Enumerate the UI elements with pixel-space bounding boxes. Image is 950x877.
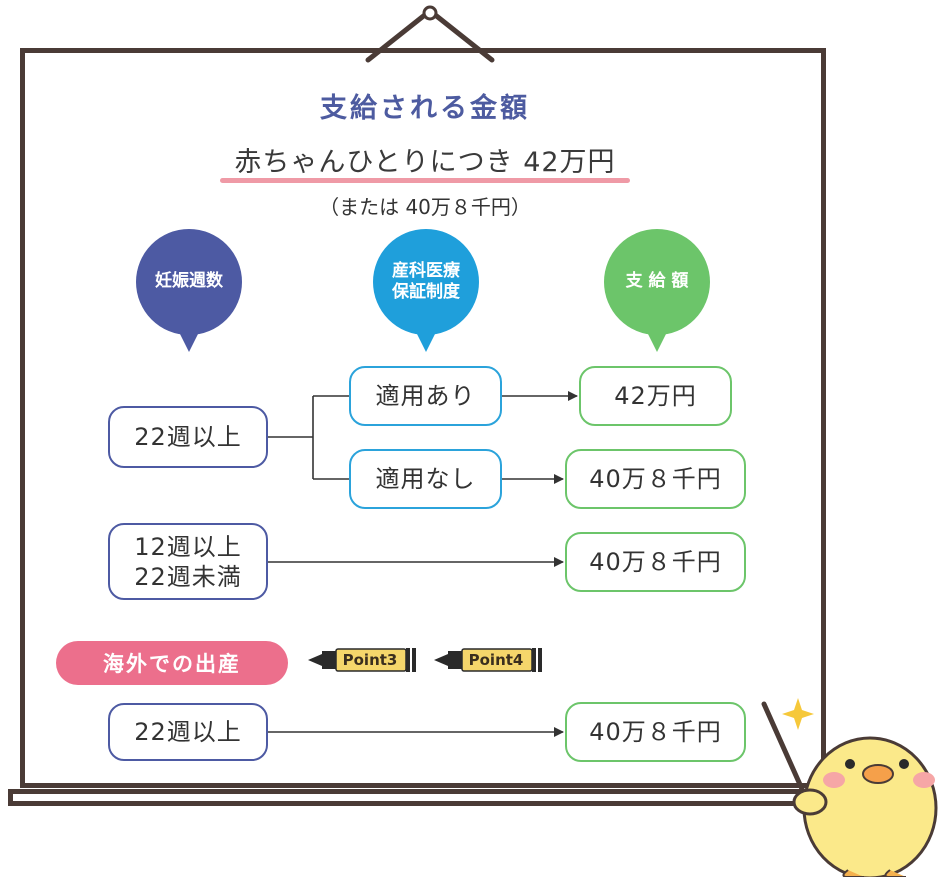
insurance-not-applied-label: 適用なし (375, 465, 476, 493)
amount-header-bubble: 支 給 額 (604, 229, 710, 335)
insurance-header-bubble: 産科医療 保証制度 (373, 229, 479, 335)
weeks-header-label: 妊娠週数 (155, 271, 223, 292)
weeks-header-bubble: 妊娠週数 (136, 229, 242, 335)
overseas-weeks-box: 22週以上 (108, 703, 268, 761)
overseas-amount-label: 40万８千円 (589, 718, 722, 746)
amount-applied-label: 42万円 (614, 382, 697, 410)
overseas-birth-label: 海外での出産 (103, 652, 241, 676)
chick-mascot-illustration (761, 698, 938, 877)
insurance-header-label-line2: 保証制度 (392, 282, 460, 302)
point4-label: Point4 (468, 651, 524, 669)
amount-not-applied-label: 40万８千円 (589, 465, 722, 493)
amount-applied-box: 42万円 (579, 366, 732, 426)
weeks-12-22-label-line1: 12週以上 (134, 532, 242, 561)
point3-highlighter-marker (308, 648, 416, 672)
overseas-amount-box: 40万８千円 (565, 702, 746, 762)
weeks-22-plus-label: 22週以上 (134, 423, 242, 451)
insurance-not-applied-box: 適用なし (349, 449, 502, 509)
amount-12-22-label: 40万８千円 (589, 548, 722, 576)
weeks-22-plus-box: 22週以上 (108, 406, 268, 468)
overseas-weeks-label: 22週以上 (134, 718, 242, 746)
insurance-header-label-line1: 産科医療 (392, 260, 460, 281)
amount-header-label: 支 給 額 (625, 271, 689, 292)
amount-bubble-tail (646, 330, 668, 352)
subtitle-underline (220, 178, 630, 183)
point3-label: Point3 (342, 651, 398, 669)
amount-not-applied-box: 40万８千円 (565, 449, 746, 509)
hanger-string (365, 5, 495, 63)
alternate-amount-note: （または 40万８千円） (319, 195, 531, 219)
weeks-bubble-tail (178, 330, 200, 352)
weeks-12-22-label-line2: 22週未満 (134, 562, 242, 591)
amount-12-22-box: 40万８千円 (565, 532, 746, 592)
title: 支給される金額 (320, 93, 530, 124)
insurance-bubble-tail (415, 330, 437, 352)
insurance-applied-label: 適用あり (375, 382, 476, 410)
overseas-birth-pill: 海外での出産 (56, 641, 288, 685)
point4-highlighter-marker (434, 648, 542, 672)
weeks-12-22-box: 12週以上 22週未満 (108, 523, 268, 600)
insurance-applied-box: 適用あり (349, 366, 502, 426)
subtitle: 赤ちゃんひとりにつき 42万円 (234, 147, 616, 178)
